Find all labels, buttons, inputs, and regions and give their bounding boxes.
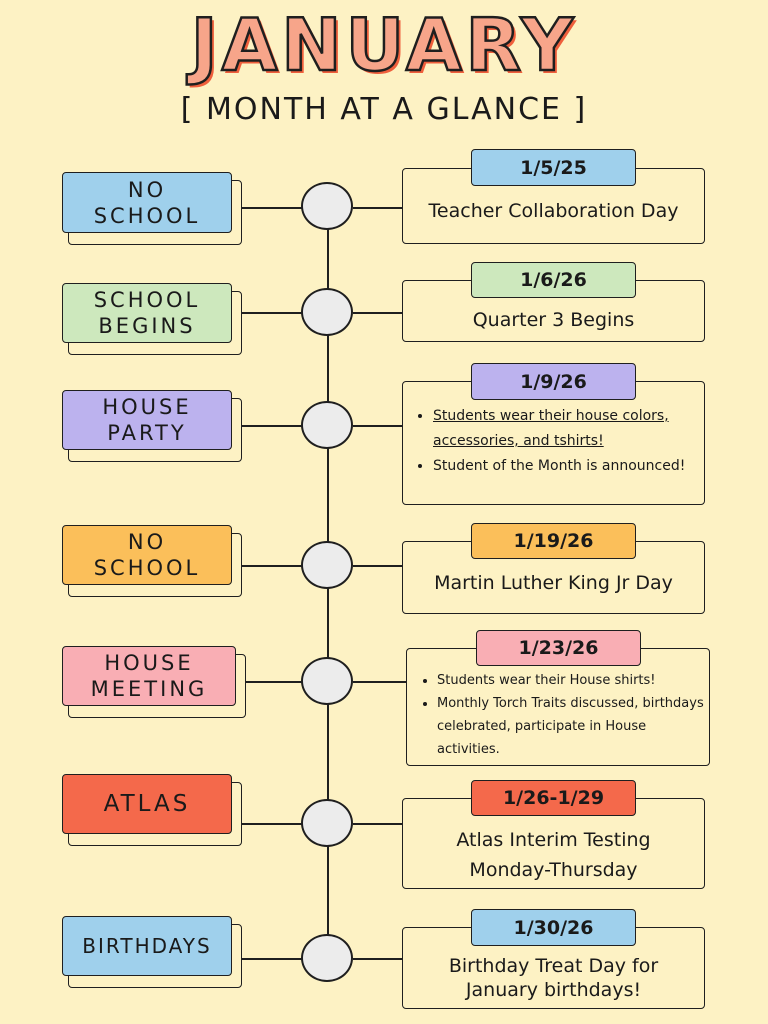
bullet-item: Monthly Torch Traits discussed, birthday… xyxy=(437,692,705,761)
date-badge: 1/23/26 xyxy=(476,630,641,666)
event-description: Teacher Collaboration Day xyxy=(428,200,679,222)
connector-line xyxy=(242,958,302,960)
connector-line xyxy=(242,207,302,209)
event-card: Quarter 3 Begins xyxy=(402,280,705,342)
connector-line xyxy=(242,425,302,427)
connector-line xyxy=(353,823,403,825)
event-description: Martin Luther King Jr Day xyxy=(434,572,673,594)
category-tag: HOUSE PARTY xyxy=(62,390,232,450)
connector-line xyxy=(353,207,403,209)
date-badge: 1/5/25 xyxy=(471,149,636,186)
bullet-item: Students wear their house colors, access… xyxy=(433,404,699,454)
category-tag: HOUSE MEETING xyxy=(62,646,236,706)
connector-line xyxy=(353,565,403,567)
timeline-node xyxy=(301,799,353,847)
connector-line xyxy=(353,425,403,427)
page-title: JANUARY xyxy=(190,2,578,89)
date-badge: 1/9/26 xyxy=(471,363,636,400)
event-bullets: Students wear their House shirts! Monthl… xyxy=(409,669,705,761)
timeline-node xyxy=(301,657,353,705)
bullet-item: Students wear their House shirts! xyxy=(437,669,705,692)
connector-line xyxy=(242,823,302,825)
date-badge: 1/6/26 xyxy=(471,262,636,298)
connector-line xyxy=(242,312,302,314)
page-subtitle: [ MONTH AT A GLANCE ] xyxy=(180,92,588,127)
connector-line xyxy=(242,565,302,567)
event-card: Atlas Interim Testing Monday-Thursday xyxy=(402,798,705,889)
event-card: Students wear their house colors, access… xyxy=(402,381,705,505)
connector-line xyxy=(353,681,408,683)
timeline-node xyxy=(301,541,353,589)
category-tag: NO SCHOOL xyxy=(62,172,232,233)
event-description: Atlas Interim Testing Monday-Thursday xyxy=(456,829,651,881)
category-tag: NO SCHOOL xyxy=(62,525,232,585)
connector-line xyxy=(353,312,403,314)
date-badge: 1/30/26 xyxy=(471,909,636,946)
timeline-node xyxy=(301,934,353,982)
timeline-node xyxy=(301,182,353,230)
date-badge: 1/19/26 xyxy=(471,523,636,559)
category-tag: BIRTHDAYS xyxy=(62,916,232,976)
connector-line xyxy=(353,958,403,960)
connector-line xyxy=(246,681,302,683)
event-card: Students wear their House shirts! Monthl… xyxy=(406,648,710,766)
event-description: Birthday Treat Day for January birthdays… xyxy=(448,955,659,1001)
date-badge: 1/26-1/29 xyxy=(471,780,636,816)
event-bullets: Students wear their house colors, access… xyxy=(405,404,699,479)
category-tag: ATLAS xyxy=(62,774,232,834)
bullet-item: Student of the Month is announced! xyxy=(433,454,699,479)
category-tag: SCHOOL BEGINS xyxy=(62,283,232,343)
timeline-node xyxy=(301,288,353,336)
timeline-node xyxy=(301,401,353,449)
event-description: Quarter 3 Begins xyxy=(472,309,635,331)
